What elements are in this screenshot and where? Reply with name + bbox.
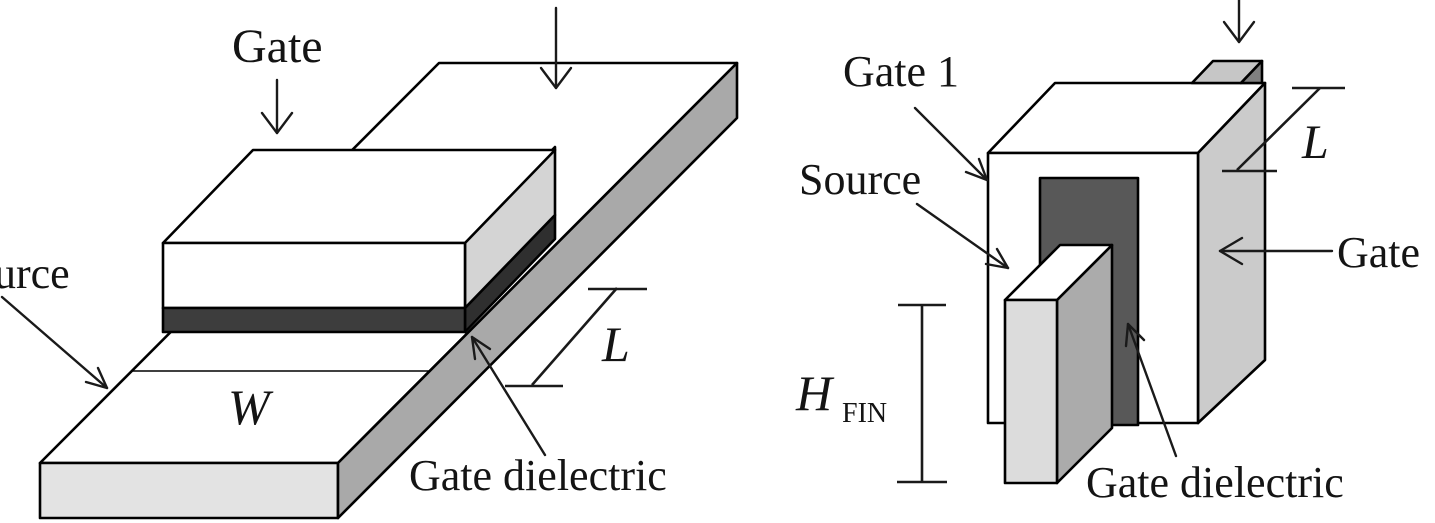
length-dimension-label: L — [601, 316, 630, 372]
length-dimension — [505, 287, 647, 388]
finfet-source-label: Source — [799, 155, 921, 204]
finfet-gate-label: Gate — [1337, 228, 1420, 277]
gate1-arrow — [913, 106, 989, 182]
source-label: urce — [0, 249, 70, 298]
finfet-length-dimension — [1222, 86, 1345, 173]
finfet-source-arrow — [915, 202, 1010, 270]
fin-front-face — [1003, 298, 1059, 485]
finfet-length-dimension-label: L — [1301, 116, 1329, 169]
gate2-arrow — [1222, 0, 1256, 44]
drain-arrow — [539, 6, 573, 90]
substrate-front-face — [38, 461, 340, 520]
gate-dielectric-label: Gate dielectric — [409, 451, 667, 500]
fin-height-dimension — [897, 303, 947, 484]
gate-dielectric-arrow — [470, 335, 547, 457]
fin-height-subscript-label: FIN — [842, 398, 887, 429]
fin-height-label: H — [795, 365, 835, 421]
finfet-gate-dielectric-label: Gate dielectric — [1086, 458, 1344, 507]
planar-mosfet-diagram: Gate urce W L Gate dielectric — [0, 6, 739, 520]
gate-dielectric-front-face — [161, 306, 467, 334]
width-dimension-label: W — [228, 379, 274, 435]
source-arrow — [0, 295, 109, 390]
gate-arrow — [260, 78, 294, 135]
gate-front-face — [161, 241, 467, 310]
gate-label: Gate — [232, 20, 323, 73]
finfet-diagram: Gate 1 Source L Gate H FIN Gate dielectr… — [795, 0, 1420, 507]
gate1-label: Gate 1 — [843, 47, 959, 96]
finfet-gate-dielectric-arrow — [1124, 322, 1178, 458]
gate2-tab-side-face — [1239, 59, 1264, 85]
finfet-gate-arrow — [1218, 236, 1334, 266]
substrate-side-face — [336, 61, 739, 520]
